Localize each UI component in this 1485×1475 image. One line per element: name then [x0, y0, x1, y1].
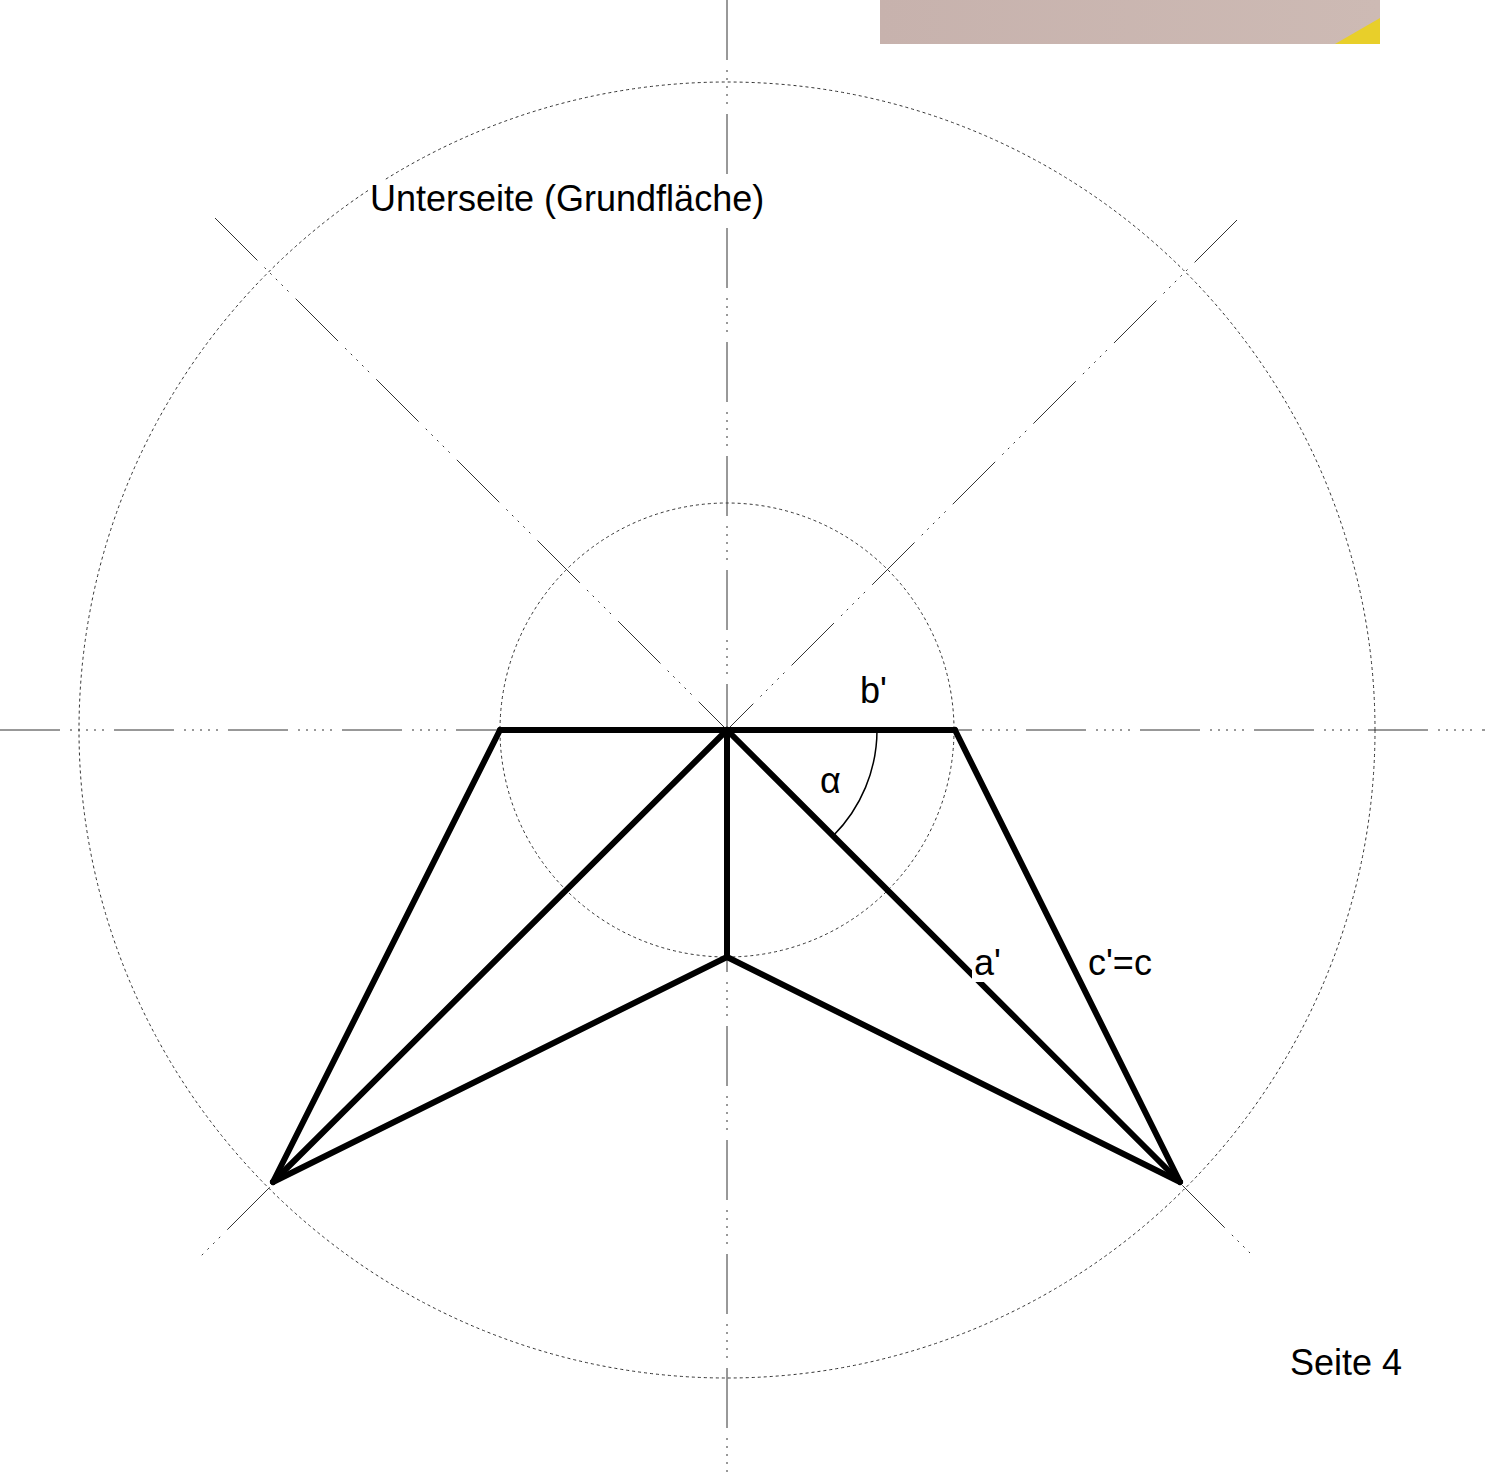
view-title: Unterseite (Grundfläche) [368, 180, 766, 218]
angle-label: α [818, 762, 843, 800]
development-outline [273, 730, 1180, 1182]
page-number: Seite 4 [1288, 1344, 1404, 1382]
edge-label: a' [972, 944, 1003, 982]
edge-label: b' [858, 672, 889, 710]
photo-fragment [880, 0, 1380, 44]
edge-label: c'=c [1086, 944, 1154, 982]
